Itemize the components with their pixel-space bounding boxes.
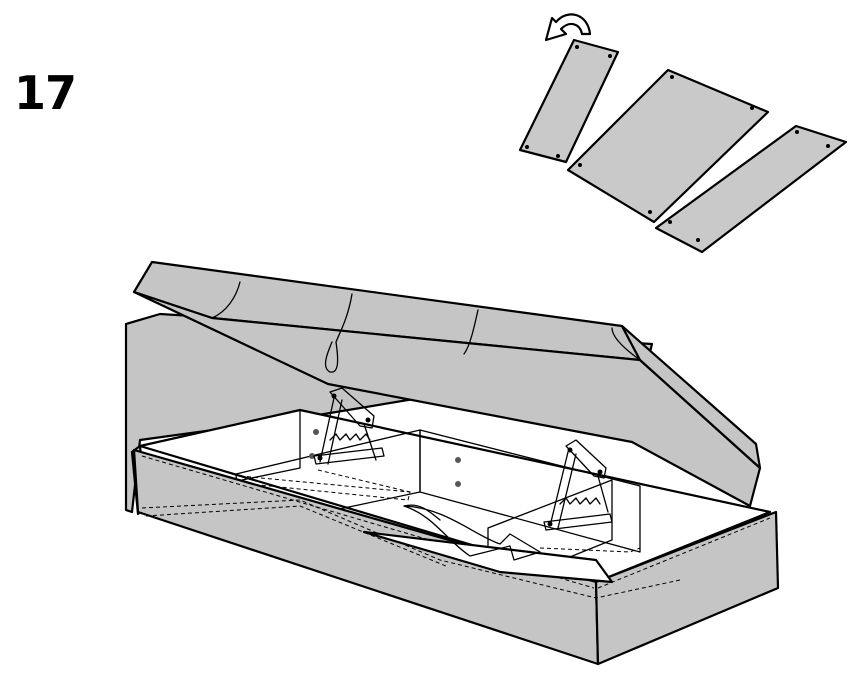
panel-being-inserted <box>362 504 614 584</box>
lifted-seat <box>132 260 762 508</box>
curved-arrow-icon <box>544 13 592 42</box>
lift-mechanism-left <box>313 387 385 465</box>
panel-narrow-right <box>654 124 848 254</box>
insert-arrow-icon <box>403 504 541 561</box>
pull-strap <box>324 341 339 373</box>
step-number: 17 <box>14 66 77 120</box>
lift-mechanism-right <box>543 439 613 531</box>
frame-right-rail <box>594 510 780 666</box>
storage-bed <box>124 260 780 666</box>
panel-wide-middle <box>566 68 770 224</box>
panel-narrow-left <box>518 38 620 164</box>
loose-panels <box>518 13 848 254</box>
